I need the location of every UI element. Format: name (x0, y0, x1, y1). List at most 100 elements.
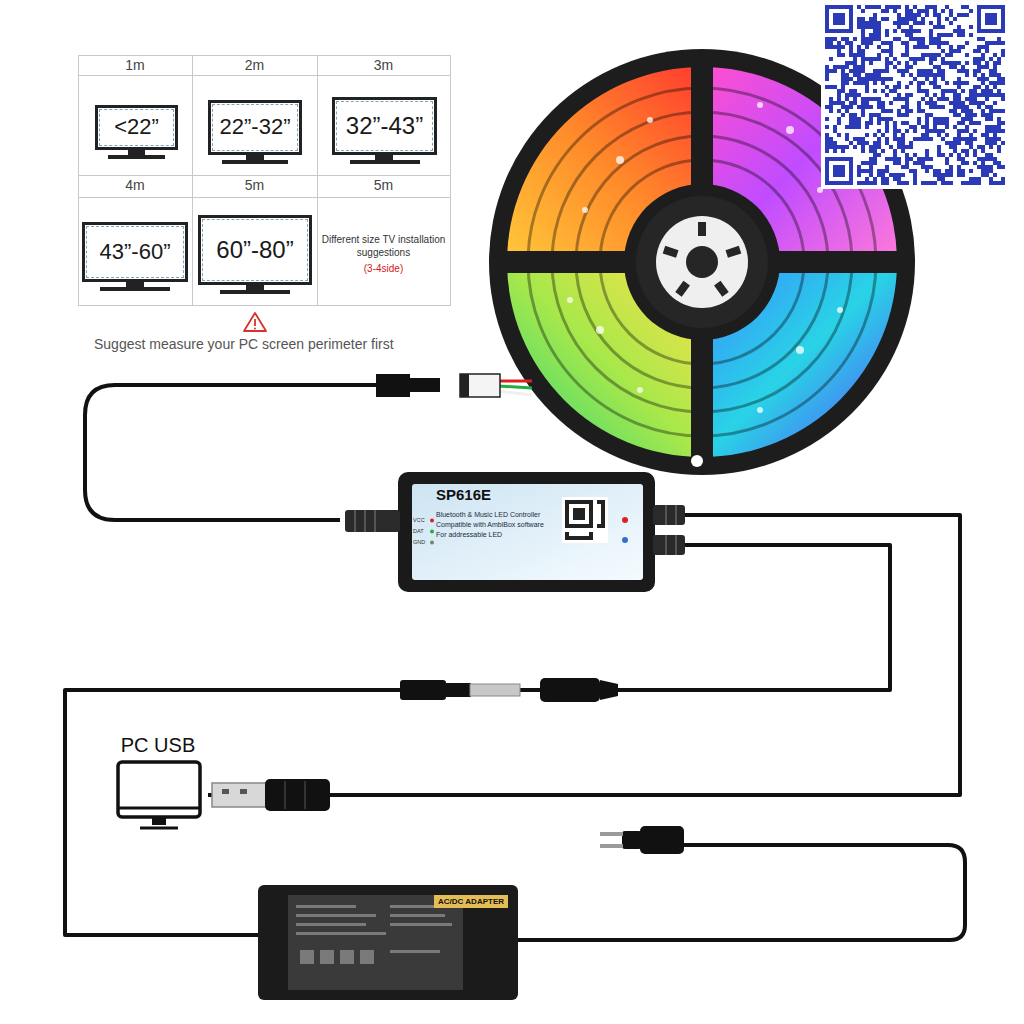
qr-module (869, 77, 873, 81)
qr-module (873, 145, 877, 149)
qr-module (913, 177, 917, 181)
qr-module (957, 77, 961, 81)
qr-module (873, 29, 877, 33)
led-strip-reel (698, 222, 706, 236)
qr-module (893, 125, 897, 129)
qr-module (565, 512, 569, 516)
warning-icon (244, 313, 266, 331)
qr-module (837, 45, 841, 49)
qr-module (881, 117, 885, 121)
qr-module (921, 53, 925, 57)
strip-wire (498, 391, 532, 395)
qr-module (961, 33, 965, 37)
qr-module (829, 105, 833, 109)
qr-module (1001, 81, 1005, 85)
qr-module (873, 21, 877, 25)
qr-module (985, 125, 989, 129)
qr-module (921, 57, 925, 61)
qr-module (901, 181, 905, 185)
qr-module (889, 77, 893, 81)
qr-module (917, 9, 921, 13)
qr-module (937, 41, 941, 45)
qr-module (845, 133, 849, 137)
controller-housing (398, 472, 655, 592)
qr-module (601, 504, 605, 508)
qr-module (569, 524, 573, 528)
qr-module (977, 157, 981, 161)
label-holder: Suggest measure your PC screen perimeter… (94, 336, 394, 353)
qr-module (913, 173, 917, 177)
qr-module (901, 137, 905, 141)
qr-module (1001, 121, 1005, 125)
qr-module (873, 5, 877, 9)
qr-module (869, 117, 873, 121)
qr-module (861, 25, 865, 29)
tv-screen: 43”-60” (82, 222, 188, 282)
power-adapter-body (258, 885, 518, 1000)
qr-module (937, 13, 941, 17)
qr-module (925, 101, 929, 105)
led-strip-reel (757, 407, 763, 413)
qr-module (581, 536, 585, 540)
qr-module (861, 61, 865, 65)
qr-module (845, 181, 849, 185)
qr-module (877, 69, 881, 73)
qr-module (905, 53, 909, 57)
qr-module (901, 165, 905, 169)
qr-module (929, 53, 933, 57)
qr-module (881, 109, 885, 113)
qr-module (889, 89, 893, 93)
qr-module (825, 37, 829, 41)
qr-module (957, 85, 961, 89)
qr-module (865, 161, 869, 165)
qr-module (853, 93, 857, 97)
note-text: Different size TV installation suggestio… (317, 233, 450, 259)
power-adapter-body (600, 832, 623, 836)
qr-module (845, 41, 849, 45)
qr-module (961, 105, 965, 109)
qr-module (941, 117, 945, 121)
qr-module (953, 137, 957, 141)
qr-module (825, 165, 829, 169)
qr-module (957, 129, 961, 133)
qr-module (877, 153, 881, 157)
qr-module (925, 133, 929, 137)
qr-module (997, 57, 1001, 61)
cable (65, 545, 890, 935)
qr-module (1001, 53, 1005, 57)
qr-module (845, 109, 849, 113)
qr-module (949, 65, 953, 69)
qr-module (977, 181, 981, 185)
qr-module (825, 73, 829, 77)
qr-module (869, 181, 873, 185)
qr-module (945, 141, 949, 145)
qr-module (869, 161, 873, 165)
qr-module (965, 125, 969, 129)
size-cell: 1m<22” (78, 55, 192, 175)
qr-module (1001, 25, 1005, 29)
qr-module (1001, 9, 1005, 13)
qr-module (1001, 93, 1005, 97)
qr-module (997, 137, 1001, 141)
qr-module (833, 45, 837, 49)
qr-module (913, 169, 917, 173)
led-strip-reel (725, 246, 741, 258)
qr-module (829, 57, 833, 61)
qr-module (993, 61, 997, 65)
qr-module (837, 5, 841, 9)
qr-module (973, 181, 977, 185)
qr-module (885, 85, 889, 89)
qr-module (929, 61, 933, 65)
qr-module (925, 5, 929, 9)
qr-module (973, 121, 977, 125)
qr-module (865, 89, 869, 93)
qr-module (873, 33, 877, 37)
qr-module (937, 65, 941, 69)
size-table-grid (78, 55, 451, 306)
qr-module (861, 17, 865, 21)
qr-module (829, 145, 833, 149)
usb-plug (212, 779, 330, 811)
qr-module (577, 508, 581, 512)
qr-module (989, 177, 993, 181)
qr-module (985, 173, 989, 177)
